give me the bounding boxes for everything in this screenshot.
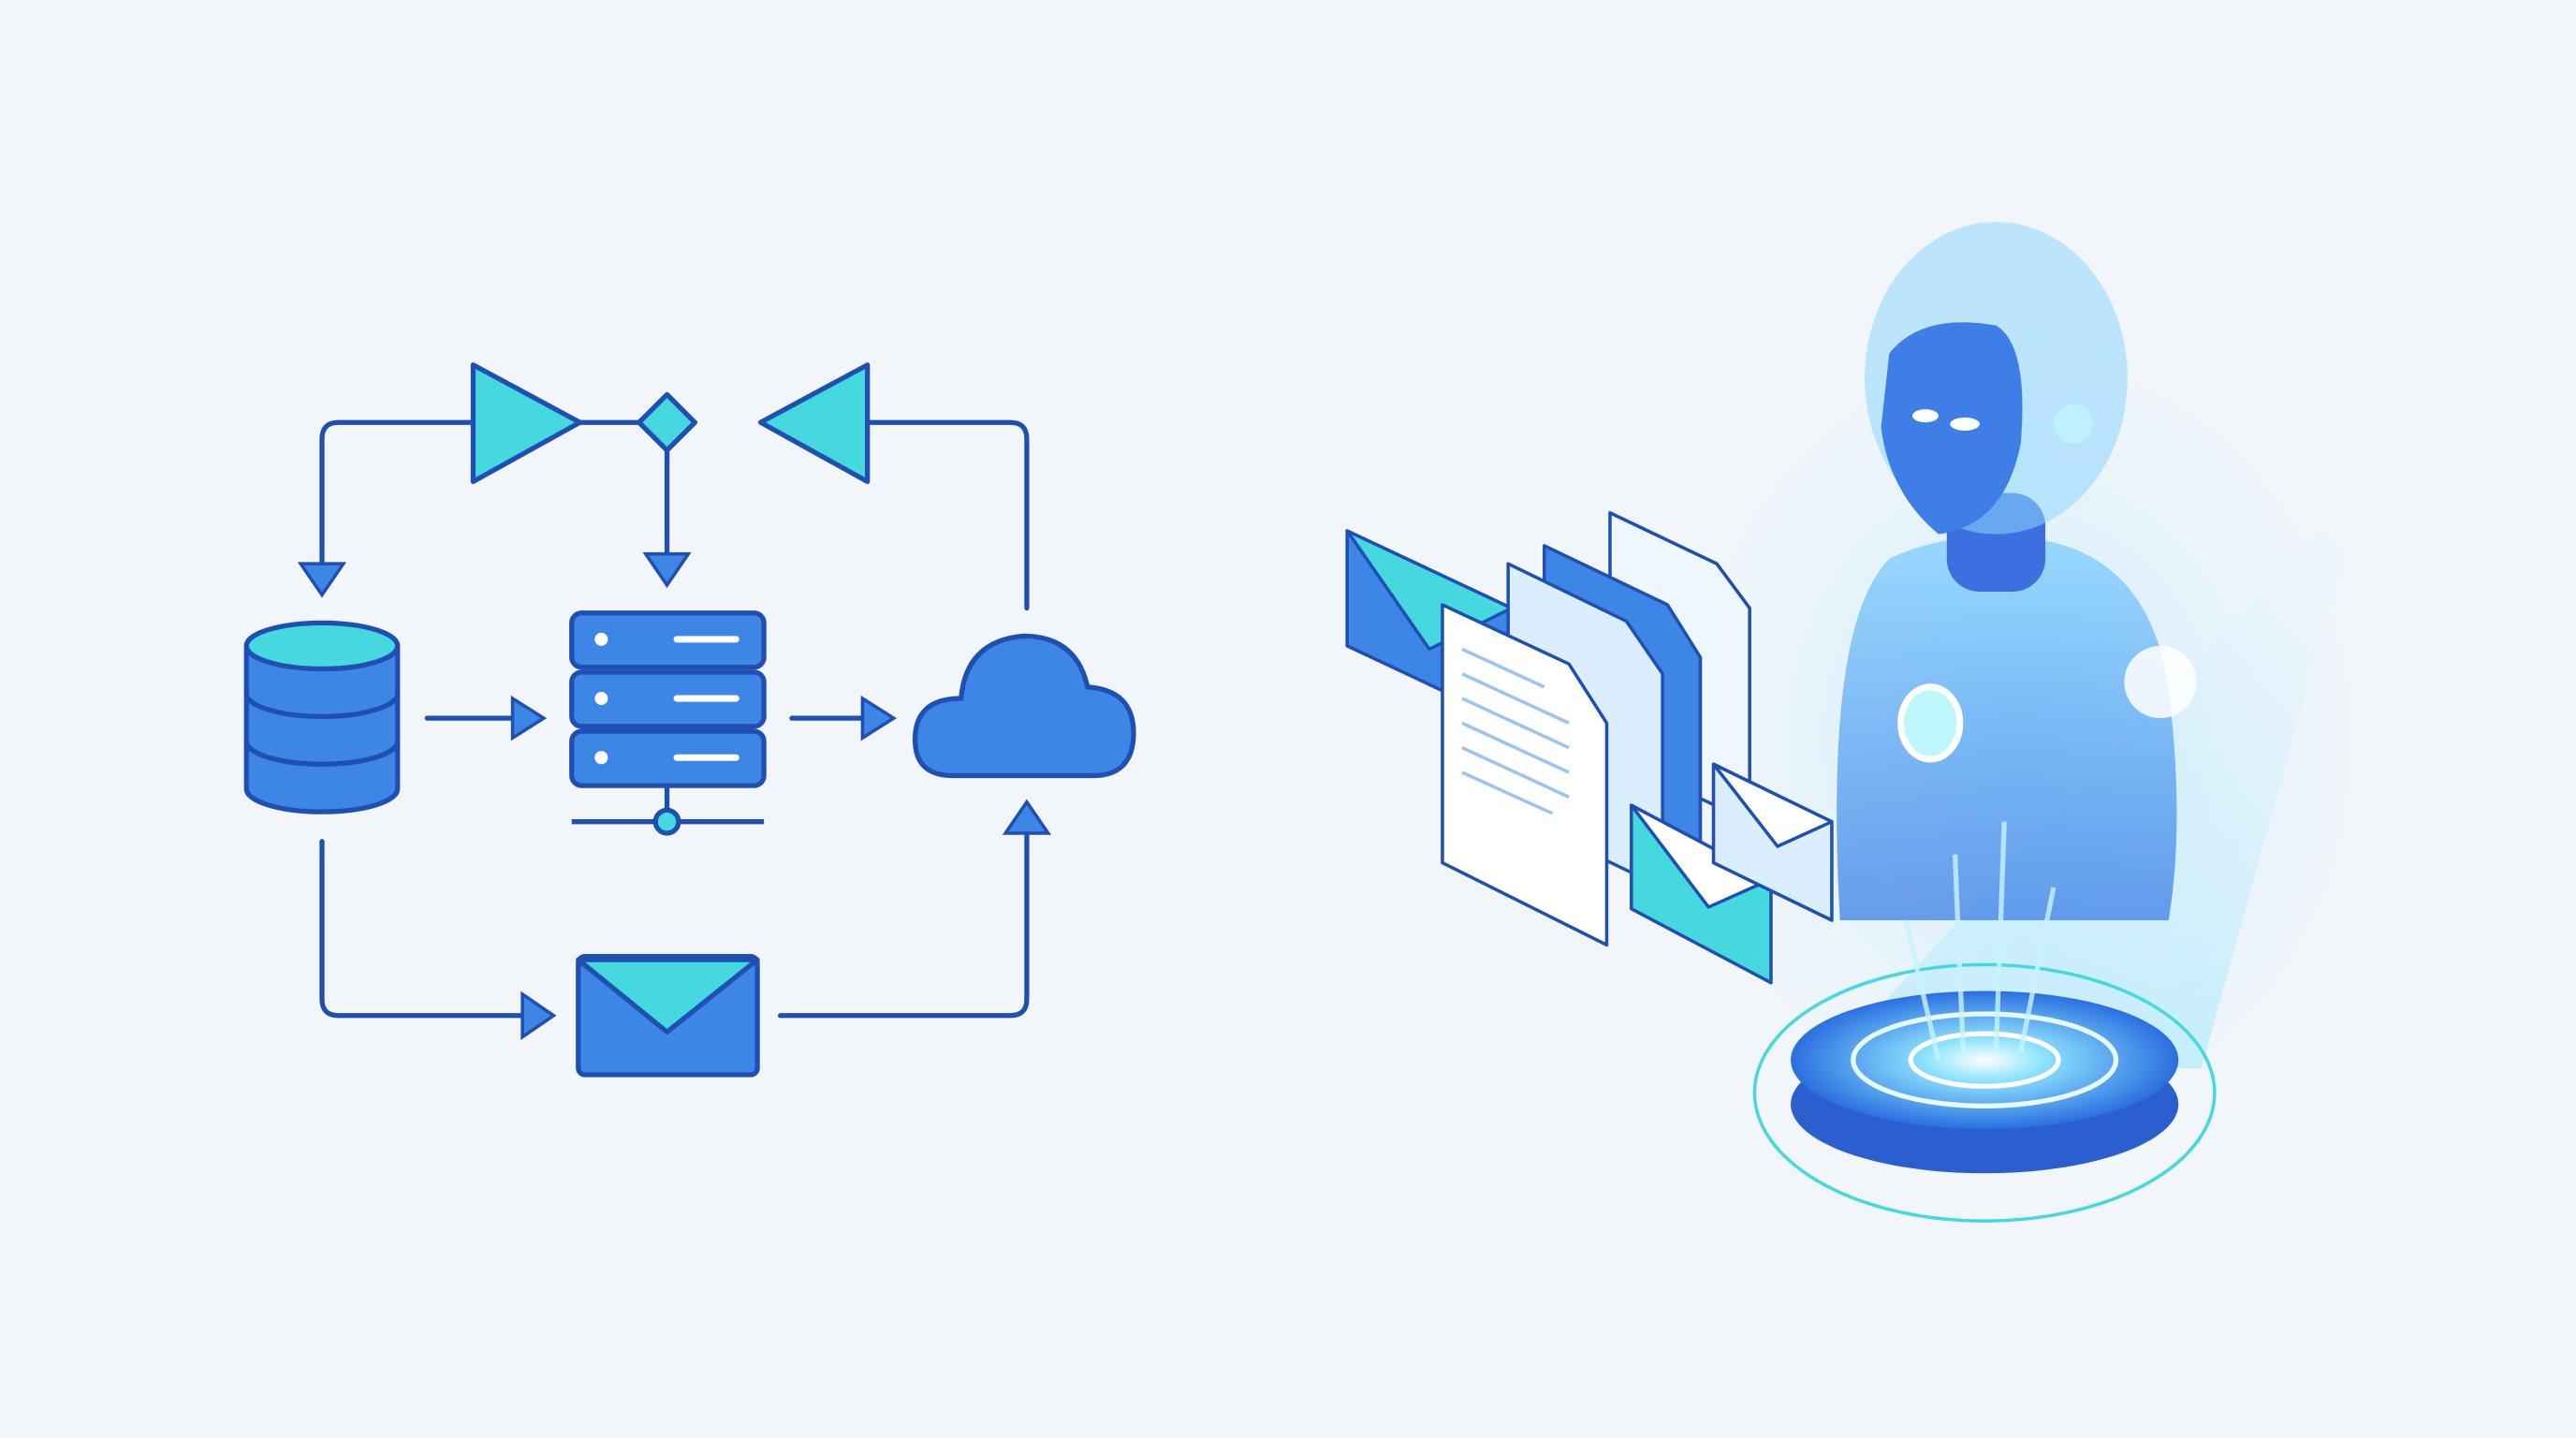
arrow-up-icon [1002,799,1052,835]
server-icon [569,610,767,836]
arrow-right-icon [520,990,557,1040]
decision-diamond-icon [637,391,698,453]
arrow-down-icon [297,562,347,598]
envelope-icon [576,953,760,1078]
database-icon [243,620,401,814]
arrow-down-icon [642,551,692,589]
arrowheads [297,551,1052,1040]
envelope-icon [1711,762,1834,922]
document-stack [1345,510,1834,985]
reverse-triangle-icon [757,362,871,485]
ai-robot-icon [1837,222,2197,920]
ai-scene [1345,222,2449,1233]
arrow-right-icon [860,695,898,741]
cloud-icon [912,633,1136,779]
hologram-platform-icon [1752,821,2217,1223]
play-triangle-icon [470,362,583,485]
arrow-right-icon [510,695,548,741]
connector-lines [319,419,1030,1019]
